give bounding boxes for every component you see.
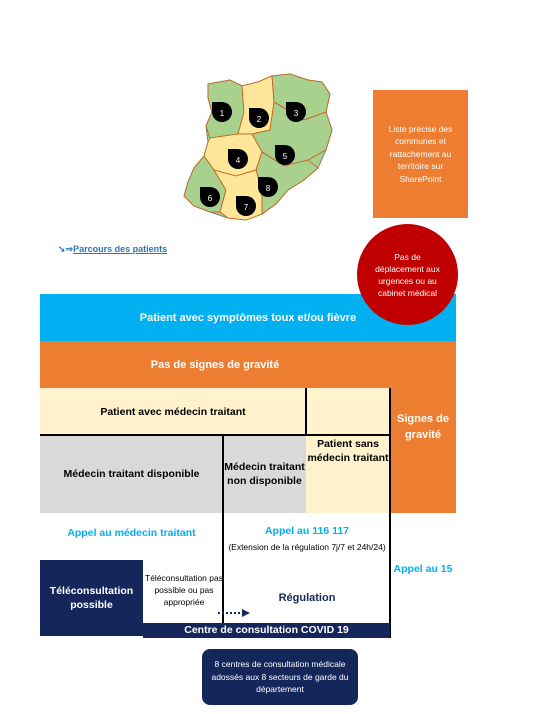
arrow-icon: ➘⇒ xyxy=(58,244,74,254)
map-marker-6: 6 xyxy=(200,187,220,207)
map-marker-3: 3 xyxy=(286,102,306,122)
map-marker-7: 7 xyxy=(236,196,256,216)
teleconsult-possible-box: Téléconsultation possible xyxy=(40,560,143,636)
regulation-text: Régulation xyxy=(278,592,336,604)
gravity-column: Signes de gravité xyxy=(390,341,456,513)
divider-line-right xyxy=(389,388,391,638)
no-gravity-band: Pas de signes de gravité xyxy=(40,341,390,388)
sharepoint-info-box: Liste précise des communes et rattacheme… xyxy=(373,90,468,218)
map-region-8 xyxy=(255,151,319,215)
gravity-text: Signes de gravité xyxy=(397,413,449,441)
teleconsult-not-possible-text: Téléconsultation pas possible ou pas app… xyxy=(145,573,223,607)
teleconsult-possible-text: Téléconsultation possible xyxy=(49,585,134,611)
doctor-unavailable-text: Médecin traitant non disponible xyxy=(224,461,305,487)
call-doctor-text: Appel au médecin traitant xyxy=(67,527,196,539)
map-marker-1: 1 xyxy=(212,102,232,122)
covid-center-text: Centre de consultation COVID 19 xyxy=(184,624,349,636)
svg-text:8: 8 xyxy=(266,184,271,193)
svg-text:5: 5 xyxy=(283,152,288,161)
call-116-text: Appel au 116 117 xyxy=(264,525,350,537)
with-doctor-box: Patient avec médecin traitant xyxy=(40,388,306,435)
patient-pathway-link-row[interactable]: ➘⇒Parcours des patients xyxy=(58,244,167,255)
divider-line-middle xyxy=(305,388,307,435)
no-travel-text: Pas de déplacement aux urgences ou au ca… xyxy=(375,251,440,298)
department-map: 1 2 3 4 5 6 7 8 xyxy=(183,73,333,221)
map-marker-5: 5 xyxy=(275,145,295,165)
without-doctor-text: Patient sans médecin traitant xyxy=(307,437,389,464)
divider-line-left xyxy=(222,435,224,623)
map-marker-2: 2 xyxy=(249,108,269,128)
centres-note-box: 8 centres de consultation médicale adoss… xyxy=(202,649,358,705)
svg-text:7: 7 xyxy=(244,203,249,212)
doctor-available-box: Médecin traitant disponible xyxy=(40,435,223,513)
svg-text:3: 3 xyxy=(294,109,299,118)
patient-pathway-link[interactable]: Parcours des patients xyxy=(73,244,168,254)
doctor-unavailable-box: Médecin traitant non disponible xyxy=(223,435,306,513)
map-marker-4: 4 xyxy=(228,149,248,169)
dotted-arrow-icon xyxy=(218,609,250,617)
covid-center-bar: Centre de consultation COVID 19 xyxy=(143,623,390,638)
call-15-text: Appel au 15 xyxy=(393,563,453,575)
with-doctor-text: Patient avec médecin traitant xyxy=(100,405,246,418)
no-travel-circle: Pas de déplacement aux urgences ou au ca… xyxy=(357,224,458,325)
svg-text:1: 1 xyxy=(220,109,225,118)
centres-note-text: 8 centres de consultation médicale adoss… xyxy=(211,659,349,695)
map-marker-8: 8 xyxy=(258,177,278,197)
no-gravity-text: Pas de signes de gravité xyxy=(150,358,280,371)
svg-text:6: 6 xyxy=(208,194,213,203)
without-doctor-box: Patient sans médecin traitant xyxy=(306,388,390,513)
sharepoint-info-text: Liste précise des communes et rattacheme… xyxy=(388,123,453,184)
svg-text:2: 2 xyxy=(257,115,262,124)
symptoms-text: Patient avec symptômes toux et/ou fièvre xyxy=(139,311,357,324)
svg-text:4: 4 xyxy=(236,156,241,165)
divider-line-horizontal xyxy=(40,434,390,436)
extension-text: (Extension de la régulation 7j/7 et 24h/… xyxy=(228,542,386,552)
doctor-available-text: Médecin traitant disponible xyxy=(63,468,200,480)
